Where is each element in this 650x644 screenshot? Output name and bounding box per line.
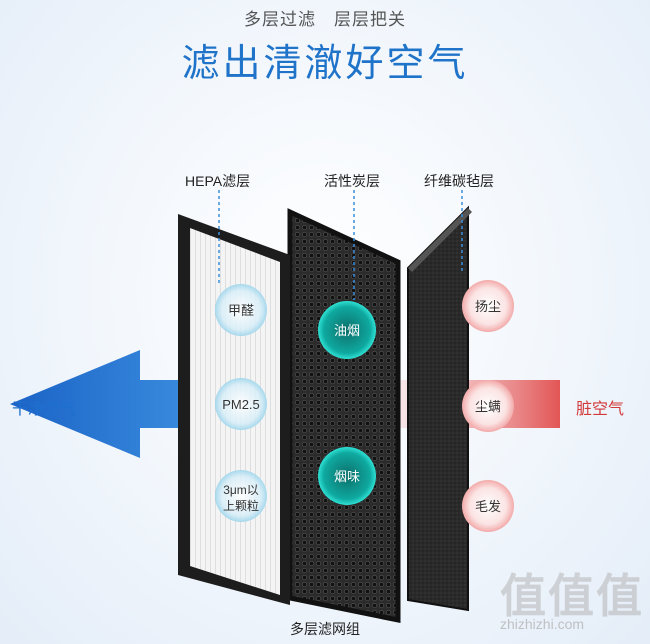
clean-air-label: 干净空气 [12,401,77,418]
tag-hair: 毛发 [475,499,501,514]
carbon-layer [287,208,401,624]
page-title: 滤出清澈好空气 [181,43,469,85]
carbon-bubble-smoke [318,447,376,505]
tag-pm25: PM2.5 [222,397,260,412]
dirty-air-label: 脏空气 [576,401,625,418]
tag-formaldehyde: 甲醛 [228,303,254,318]
fiber-bubble-mites [462,380,514,432]
carbon-bubble-oil [318,301,376,359]
fiber-layer [407,205,469,612]
subtitle: 多层过滤 层层把关 [244,10,406,29]
tag-smoke-odor: 烟味 [334,469,360,484]
watermark-url: zhizhizhi.com [500,616,585,632]
fiber-layer-label: 纤维碳毡层 [424,173,494,189]
hepa-bubble-formaldehyde [215,284,267,336]
tag-particles-line2: 上颗粒 [223,498,259,513]
watermark-logo: 值值值 [500,570,644,622]
hepa-bubble-pm25 [215,378,267,430]
tag-particles-line1: 3μm以 [223,483,259,497]
tag-dust: 扬尘 [475,299,501,314]
carbon-layer-label: 活性炭层 [324,173,380,189]
fiber-bubble-dust [462,280,514,332]
tag-oil-smoke: 油烟 [334,323,360,338]
hepa-bubble-particles [215,470,267,522]
hepa-layer-label: HEPA滤层 [185,173,251,189]
footer-caption: 多层滤网组 [290,621,360,637]
tag-mites: 尘螨 [475,399,501,414]
fiber-bubble-hair [462,480,514,532]
